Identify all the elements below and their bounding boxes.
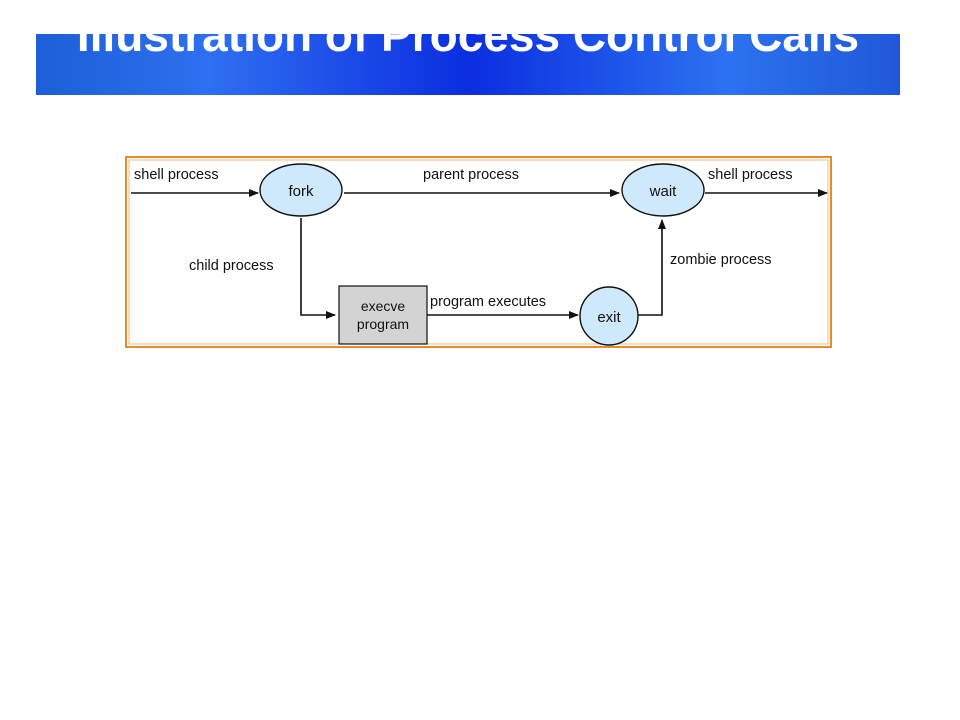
node-exit-label: exit — [597, 309, 621, 326]
node-execve-label-2: program — [357, 316, 409, 332]
diagram-frame-outer — [125, 156, 832, 348]
label-parent-process: parent process — [423, 167, 519, 183]
node-fork-label: fork — [288, 183, 314, 200]
title-overflow: Illustration of Process Control Calls — [36, 95, 900, 117]
node-exit — [579, 286, 639, 346]
node-wait — [621, 163, 705, 217]
node-execve-label-1: execve — [361, 298, 406, 314]
node-fork — [259, 163, 343, 217]
title-bar: Illustration of Process Control Calls — [36, 34, 900, 95]
edge-exit-to-wait — [637, 219, 666, 316]
node-wait-label: wait — [649, 183, 678, 200]
label-shell-process-out: shell process — [708, 167, 793, 183]
diagram-frame-inner — [128, 159, 829, 345]
label-program-executes: program executes — [430, 294, 546, 310]
label-zombie-process: zombie process — [670, 252, 772, 268]
node-execve — [338, 285, 428, 345]
process-control-diagram: fork wait execve program exit shell proc… — [125, 156, 832, 348]
edge-fork-to-execve — [300, 218, 336, 319]
slide-title: Illustration of Process Control Calls — [76, 34, 860, 61]
label-child-process: child process — [189, 258, 274, 274]
label-shell-process-in: shell process — [134, 167, 219, 183]
